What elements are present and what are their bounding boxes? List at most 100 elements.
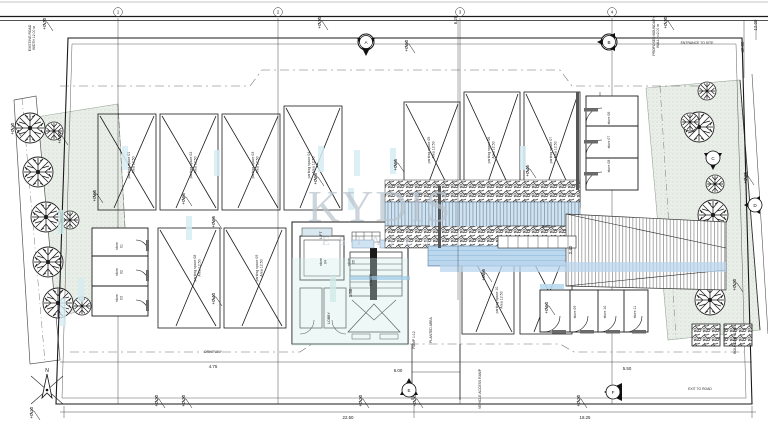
level-tag: +0.30	[57, 132, 69, 146]
svg-text:02: 02	[119, 270, 123, 274]
svg-text:ENTRANCE TO SITE: ENTRANCE TO SITE	[681, 41, 714, 45]
level-tag: +0.45	[525, 165, 537, 179]
svg-text:Area 12.50: Area 12.50	[259, 259, 263, 276]
level-tag: +0.40	[211, 293, 223, 307]
level-tag: +0.20	[358, 395, 370, 409]
core-tint	[292, 258, 408, 346]
level-tag-label: +0.55	[181, 193, 186, 205]
level-tag-label: +0.65	[92, 190, 97, 202]
level-tag-markers: +0.70+0.70+0.70+0.50+0.55+0.55+0.55+0.55…	[10, 17, 755, 421]
level-tag: +0.55	[481, 269, 493, 283]
room-label: store 09	[573, 306, 577, 319]
plan-note: PLANTED AREA	[429, 316, 433, 342]
building-outline	[55, 37, 753, 405]
level-tag-label: +0.55	[313, 173, 318, 185]
level-tag: +0.25	[743, 172, 755, 186]
plan-note: BOUNDARY LINE	[733, 325, 737, 353]
svg-text:store 06: store 06	[607, 112, 611, 125]
svg-text:parking space 03: parking space 03	[251, 152, 255, 179]
svg-text:03: 03	[119, 296, 123, 300]
level-tag: +0.55	[211, 216, 223, 230]
svg-text:01: 01	[119, 244, 123, 248]
stores-right-top	[584, 92, 639, 191]
section-marker-label: F	[612, 390, 615, 395]
svg-text:parking space 01: parking space 01	[127, 152, 131, 179]
dimension-label: 5.50	[623, 366, 632, 371]
level-tag: +0.10	[10, 123, 22, 137]
svg-text:LIFT: LIFT	[319, 231, 323, 239]
dimension-label: 2.40	[568, 245, 573, 254]
svg-text:Area 12.50: Area 12.50	[193, 156, 197, 173]
svg-text:05: 05	[351, 260, 355, 264]
level-tag-label: +0.20	[154, 395, 159, 407]
svg-text:store 11: store 11	[633, 306, 637, 318]
svg-text:EXISTING ROAD: EXISTING ROAD	[28, 24, 32, 51]
svg-text:parking space 05: parking space 05	[427, 137, 431, 164]
circulation-core	[291, 221, 409, 345]
level-tag: +0.50	[404, 40, 416, 54]
svg-text:store 10: store 10	[603, 306, 607, 319]
dimension-label: 6.20	[453, 15, 458, 24]
svg-text:PROPOSED BOUNDARY: PROPOSED BOUNDARY	[652, 16, 656, 56]
level-tag-label: +0.20	[358, 395, 363, 407]
level-tag: +0.55	[181, 193, 193, 207]
north-arrow-label: N	[45, 368, 49, 374]
svg-text:Area 12.50: Area 12.50	[311, 156, 315, 173]
svg-text:store: store	[319, 258, 323, 266]
plan-note: VEHICLE ACCESS RAMP	[478, 368, 482, 409]
section-marker-label: B	[607, 40, 610, 45]
svg-text:3: 3	[459, 10, 462, 15]
dimension-label: 18.25	[580, 415, 592, 420]
svg-text:04: 04	[323, 260, 327, 264]
svg-text:store: store	[347, 258, 351, 266]
svg-text:STAIRS: STAIRS	[369, 273, 373, 286]
room-label: LOBBY	[327, 312, 331, 324]
dimension-label: 12.00	[753, 19, 758, 31]
plan-note: EXIT TO ROAD	[688, 387, 712, 391]
plan-note: RAMP 1:12	[412, 331, 416, 348]
level-tag: +0.20	[732, 279, 744, 293]
level-tag: +0.70	[42, 18, 54, 32]
dimension-lines	[60, 20, 757, 418]
level-tag-label: +0.70	[42, 18, 47, 30]
level-tag-label: +0.40	[211, 293, 216, 305]
level-tag: +0.10	[29, 407, 41, 421]
level-tag-label: +0.50	[544, 302, 549, 314]
level-tag: +0.55	[313, 173, 325, 187]
room-label: STAIRS	[369, 273, 373, 286]
svg-text:Area 12.50: Area 12.50	[491, 141, 495, 158]
level-tag: +0.20	[181, 395, 193, 409]
svg-text:WIDTH 12.00 m: WIDTH 12.00 m	[32, 26, 36, 50]
stores-right-bottom	[539, 289, 649, 334]
level-tag-label: +0.10	[29, 407, 34, 419]
dimension-label: 4.75	[209, 364, 218, 369]
section-marker-label: E	[407, 388, 410, 393]
svg-text:DRIVEWAY: DRIVEWAY	[204, 350, 222, 354]
room-label: store 11	[633, 306, 637, 318]
svg-text:LOBBY: LOBBY	[327, 312, 331, 324]
level-tag-label: +0.20	[576, 395, 581, 407]
level-tag: +0.20	[154, 395, 166, 409]
section-markers	[357, 33, 763, 401]
grid-tag: 2	[273, 7, 283, 17]
svg-text:parking space 06: parking space 06	[487, 137, 491, 164]
existing-road	[0, 1, 768, 21]
level-tag-label: +0.55	[211, 216, 216, 228]
setback-line	[60, 69, 744, 353]
level-tag-label: +0.30	[57, 132, 62, 144]
room-label: store 10	[603, 306, 607, 319]
room-label: store 06	[607, 112, 611, 125]
svg-text:store: store	[115, 294, 119, 302]
tile-accents	[58, 146, 564, 326]
level-tag-label: +0.70	[663, 17, 668, 29]
svg-text:PLANTED AREA: PLANTED AREA	[429, 316, 433, 342]
svg-text:store: store	[115, 242, 119, 250]
